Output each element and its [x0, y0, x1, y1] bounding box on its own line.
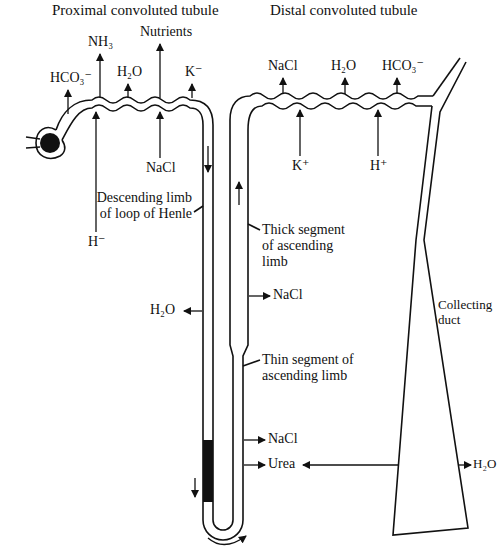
substance-label: H₂O — [473, 457, 496, 472]
transport-arrow — [184, 310, 202, 311]
part-label: Thin segment of ascending limb — [262, 352, 358, 384]
tubule-wall — [56, 93, 433, 530]
substance-label: H₂O — [331, 58, 356, 74]
transport-arrow — [282, 78, 283, 94]
substance-label: H⁺ — [370, 158, 388, 174]
part-label: Collecting duct — [438, 298, 498, 328]
afferent-arteriole — [26, 137, 40, 139]
bowman-capsule — [36, 128, 65, 159]
substance-label: H⁻ — [88, 234, 106, 250]
efferent-arteriole — [26, 147, 40, 148]
transport-arrow — [95, 112, 96, 232]
substance-label: K⁻ — [185, 64, 203, 80]
section-title: Proximal convoluted tubule — [52, 2, 219, 19]
part-label: Thick segment of ascending limb — [262, 222, 358, 270]
flow-arrow — [207, 146, 208, 172]
transport-arrow — [458, 464, 471, 465]
substance-label: K⁺ — [292, 158, 310, 174]
substance-label: NH₃ — [88, 34, 113, 50]
transport-arrow — [159, 112, 160, 158]
flow-arrow — [238, 182, 239, 205]
section-title: Distal convoluted tubule — [270, 2, 417, 19]
substance-label: NaCl — [146, 160, 176, 176]
leader-line — [248, 224, 260, 230]
transport-arrow — [299, 110, 300, 156]
transport-arrow — [159, 44, 160, 98]
substance-label: NaCl — [268, 431, 298, 447]
substance-label: HCO₃⁻ — [382, 58, 424, 74]
substance-label: NaCl — [273, 287, 303, 303]
flow-arrow — [194, 478, 195, 497]
tubule-wall — [62, 103, 432, 540]
transport-arrow — [396, 78, 397, 94]
substance-label: H₂O — [117, 64, 142, 80]
collecting-duct-wall — [433, 58, 460, 96]
substance-label: NaCl — [268, 58, 298, 74]
transport-arrow — [244, 464, 265, 465]
transport-arrow — [191, 84, 192, 98]
transport-arrow — [303, 464, 398, 465]
substance-label: HCO₃⁻ — [50, 70, 92, 86]
leader-line — [243, 360, 260, 366]
leader-line — [194, 206, 203, 212]
transport-arrow — [377, 110, 378, 156]
transport-arrow — [344, 78, 345, 94]
thin-descending-segment — [203, 440, 213, 502]
substance-label: H₂O — [150, 302, 175, 318]
part-label: Descending limb of loop of Henle — [84, 190, 192, 222]
transport-arrow — [67, 90, 68, 114]
substance-label: Nutrients — [140, 24, 192, 40]
glomerulus — [40, 133, 60, 153]
flow-arrow — [208, 536, 246, 545]
substance-label: Urea — [268, 456, 295, 472]
transport-arrow — [249, 295, 270, 296]
transport-arrow — [99, 54, 100, 98]
transport-arrow — [127, 84, 128, 98]
transport-arrow — [244, 439, 265, 440]
